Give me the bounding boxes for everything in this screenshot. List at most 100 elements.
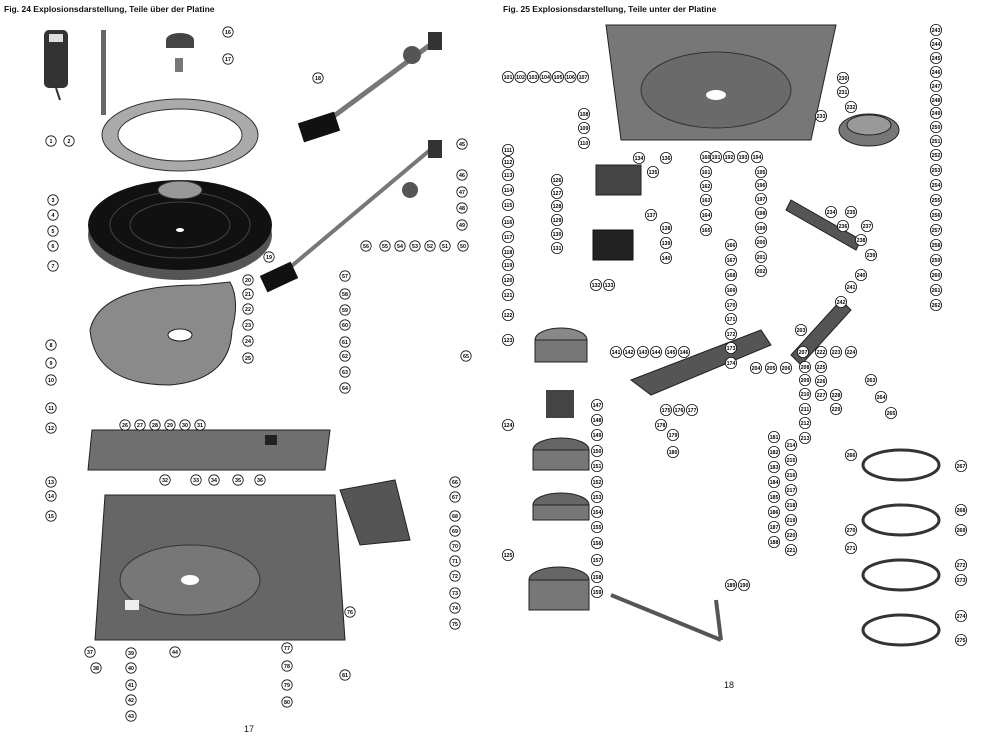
callout-60: 60 [339,319,351,331]
svg-text:27: 27 [137,423,143,429]
callout-222: 222 [814,345,827,358]
svg-text:237: 237 [863,224,872,230]
callout-147: 147 [591,398,604,411]
callout-44: 44 [169,646,181,658]
part-cables [861,448,941,647]
callout-31: 31 [194,419,206,431]
callout-139: 139 [659,236,672,249]
callout-43: 43 [125,710,137,722]
callout-30: 30 [179,419,191,431]
svg-text:45: 45 [459,142,465,148]
svg-text:242: 242 [837,300,846,306]
svg-text:145: 145 [667,350,676,356]
callout-201: 201 [754,250,767,263]
svg-text:130: 130 [553,232,562,238]
svg-text:41: 41 [128,683,134,689]
callout-153: 153 [591,490,604,503]
svg-text:217: 217 [787,488,796,494]
figure-title: Fig. 25 Explosionsdarstellung, Teile unt… [503,4,717,14]
callout-248: 248 [929,94,942,107]
svg-text:17: 17 [225,57,231,63]
callout-138: 138 [659,221,672,234]
callout-187: 187 [767,521,780,534]
svg-text:262: 262 [932,303,941,309]
callout-166: 166 [724,238,737,251]
svg-text:185: 185 [770,495,779,501]
svg-text:67: 67 [452,495,458,501]
svg-text:250: 250 [932,125,941,131]
callout-39: 39 [125,647,137,659]
svg-text:73: 73 [452,591,458,597]
callout-161: 161 [699,165,712,178]
callout-176: 176 [672,403,685,416]
callout-180: 180 [666,445,679,458]
callout-233: 233 [814,110,827,123]
callout-137: 137 [644,208,657,221]
callout-164: 164 [699,208,712,221]
svg-text:248: 248 [932,98,941,104]
callout-189: 189 [724,579,737,592]
svg-text:239: 239 [867,253,876,259]
svg-text:220: 220 [787,533,796,539]
svg-text:127: 127 [553,191,562,197]
callout-149: 149 [591,428,604,441]
callout-109: 109 [578,122,591,135]
svg-text:16: 16 [225,30,231,36]
svg-text:10: 10 [48,378,54,384]
svg-text:274: 274 [957,614,966,620]
svg-text:150: 150 [593,449,602,455]
callout-220: 220 [784,529,797,542]
svg-text:192: 192 [725,155,734,161]
callout-63: 63 [339,366,351,378]
callout-55: 55 [379,240,391,252]
callout-205: 205 [764,361,777,374]
callout-49: 49 [456,219,468,231]
svg-text:204: 204 [752,366,761,372]
callout-29: 29 [164,419,176,431]
svg-text:40: 40 [128,666,134,672]
svg-text:12: 12 [48,426,54,432]
svg-text:193: 193 [739,155,748,161]
svg-text:42: 42 [128,698,134,704]
svg-text:47: 47 [459,190,465,196]
page-number: 18 [724,680,735,690]
callout-253: 253 [929,163,942,176]
svg-text:160: 160 [702,155,711,161]
callout-196: 196 [754,178,767,191]
callout-247: 247 [929,80,942,93]
svg-text:22: 22 [245,307,251,313]
callout-151: 151 [591,459,604,472]
svg-text:252: 252 [932,153,941,159]
svg-text:68: 68 [452,514,458,520]
callout-61: 61 [339,336,351,348]
callout-10: 10 [45,374,57,386]
svg-text:212: 212 [801,421,810,427]
svg-text:211: 211 [801,407,810,413]
svg-text:140: 140 [662,256,671,262]
callout-185: 185 [767,490,780,503]
svg-text:78: 78 [284,664,290,670]
part-mounting-plate [87,429,331,471]
callout-71: 71 [449,555,461,567]
callout-200: 200 [754,235,767,248]
svg-text:72: 72 [452,574,458,580]
callout-2: 2 [63,135,75,147]
svg-text:209: 209 [801,378,810,384]
svg-text:106: 106 [566,75,575,81]
svg-text:259: 259 [932,258,941,264]
callout-250: 250 [929,121,942,134]
svg-text:61: 61 [342,340,348,346]
svg-text:18: 18 [315,76,321,82]
callout-204: 204 [749,361,762,374]
callout-236: 236 [836,219,849,232]
svg-text:247: 247 [932,84,941,90]
svg-text:233: 233 [817,114,826,120]
callout-46: 46 [456,169,468,181]
callout-3: 3 [47,194,59,206]
svg-text:48: 48 [459,206,465,212]
svg-text:170: 170 [727,303,736,309]
callout-146: 146 [677,345,690,358]
svg-text:178: 178 [657,423,666,429]
svg-text:5: 5 [52,229,55,235]
